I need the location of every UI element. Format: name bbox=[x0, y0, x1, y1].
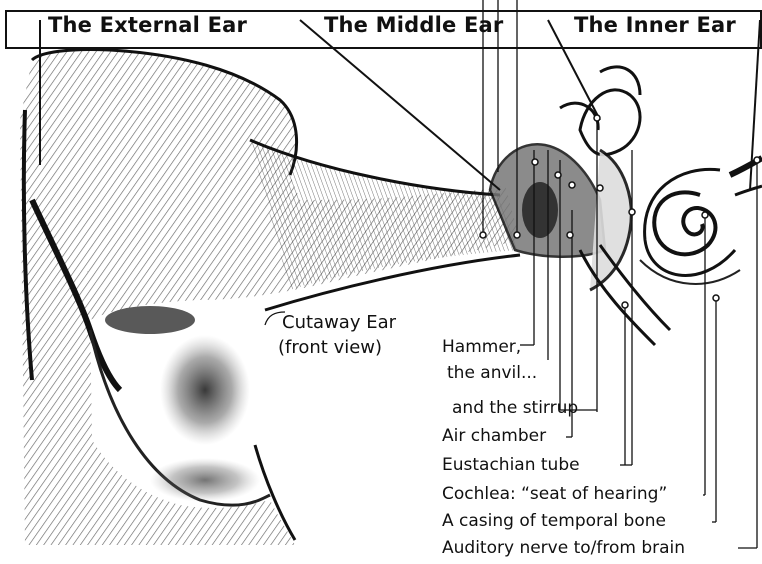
label-auditory-nerve: Auditory nerve to/from brain bbox=[442, 538, 685, 558]
label-air-chamber: Air chamber bbox=[442, 426, 546, 446]
label-temporal-bone: A casing of temporal bone bbox=[442, 511, 666, 531]
label-stirrup: and the stirrup bbox=[452, 398, 578, 418]
caption-line-1: Cutaway Ear bbox=[282, 312, 396, 334]
label-hammer: Hammer, bbox=[442, 337, 521, 357]
label-cochlea: Cochlea: “seat of hearing” bbox=[442, 484, 667, 504]
ear-canal-shape bbox=[250, 140, 520, 310]
label-anvil: the anvil... bbox=[447, 363, 537, 383]
label-inner-ear: The Inner Ear bbox=[574, 13, 736, 37]
caption-line-2: (front view) bbox=[278, 337, 382, 359]
label-middle-ear: The Middle Ear bbox=[324, 13, 503, 37]
label-external-ear: The External Ear bbox=[48, 13, 247, 37]
label-eustachian-tube: Eustachian tube bbox=[442, 455, 580, 475]
